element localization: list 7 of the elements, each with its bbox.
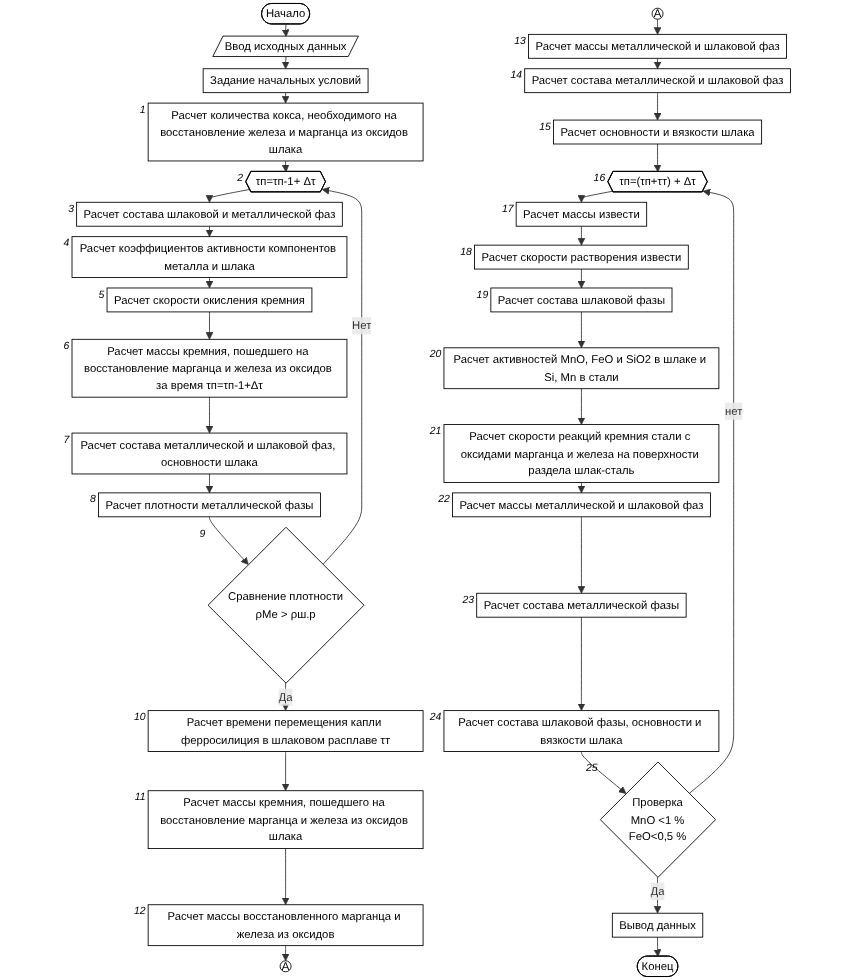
arrow: [577, 482, 586, 494]
arrow: [281, 160, 290, 173]
arrow: [653, 57, 662, 70]
arrow: [281, 56, 290, 70]
arrow: [281, 92, 290, 104]
arrow: [205, 225, 214, 237]
arrow: [205, 277, 214, 289]
